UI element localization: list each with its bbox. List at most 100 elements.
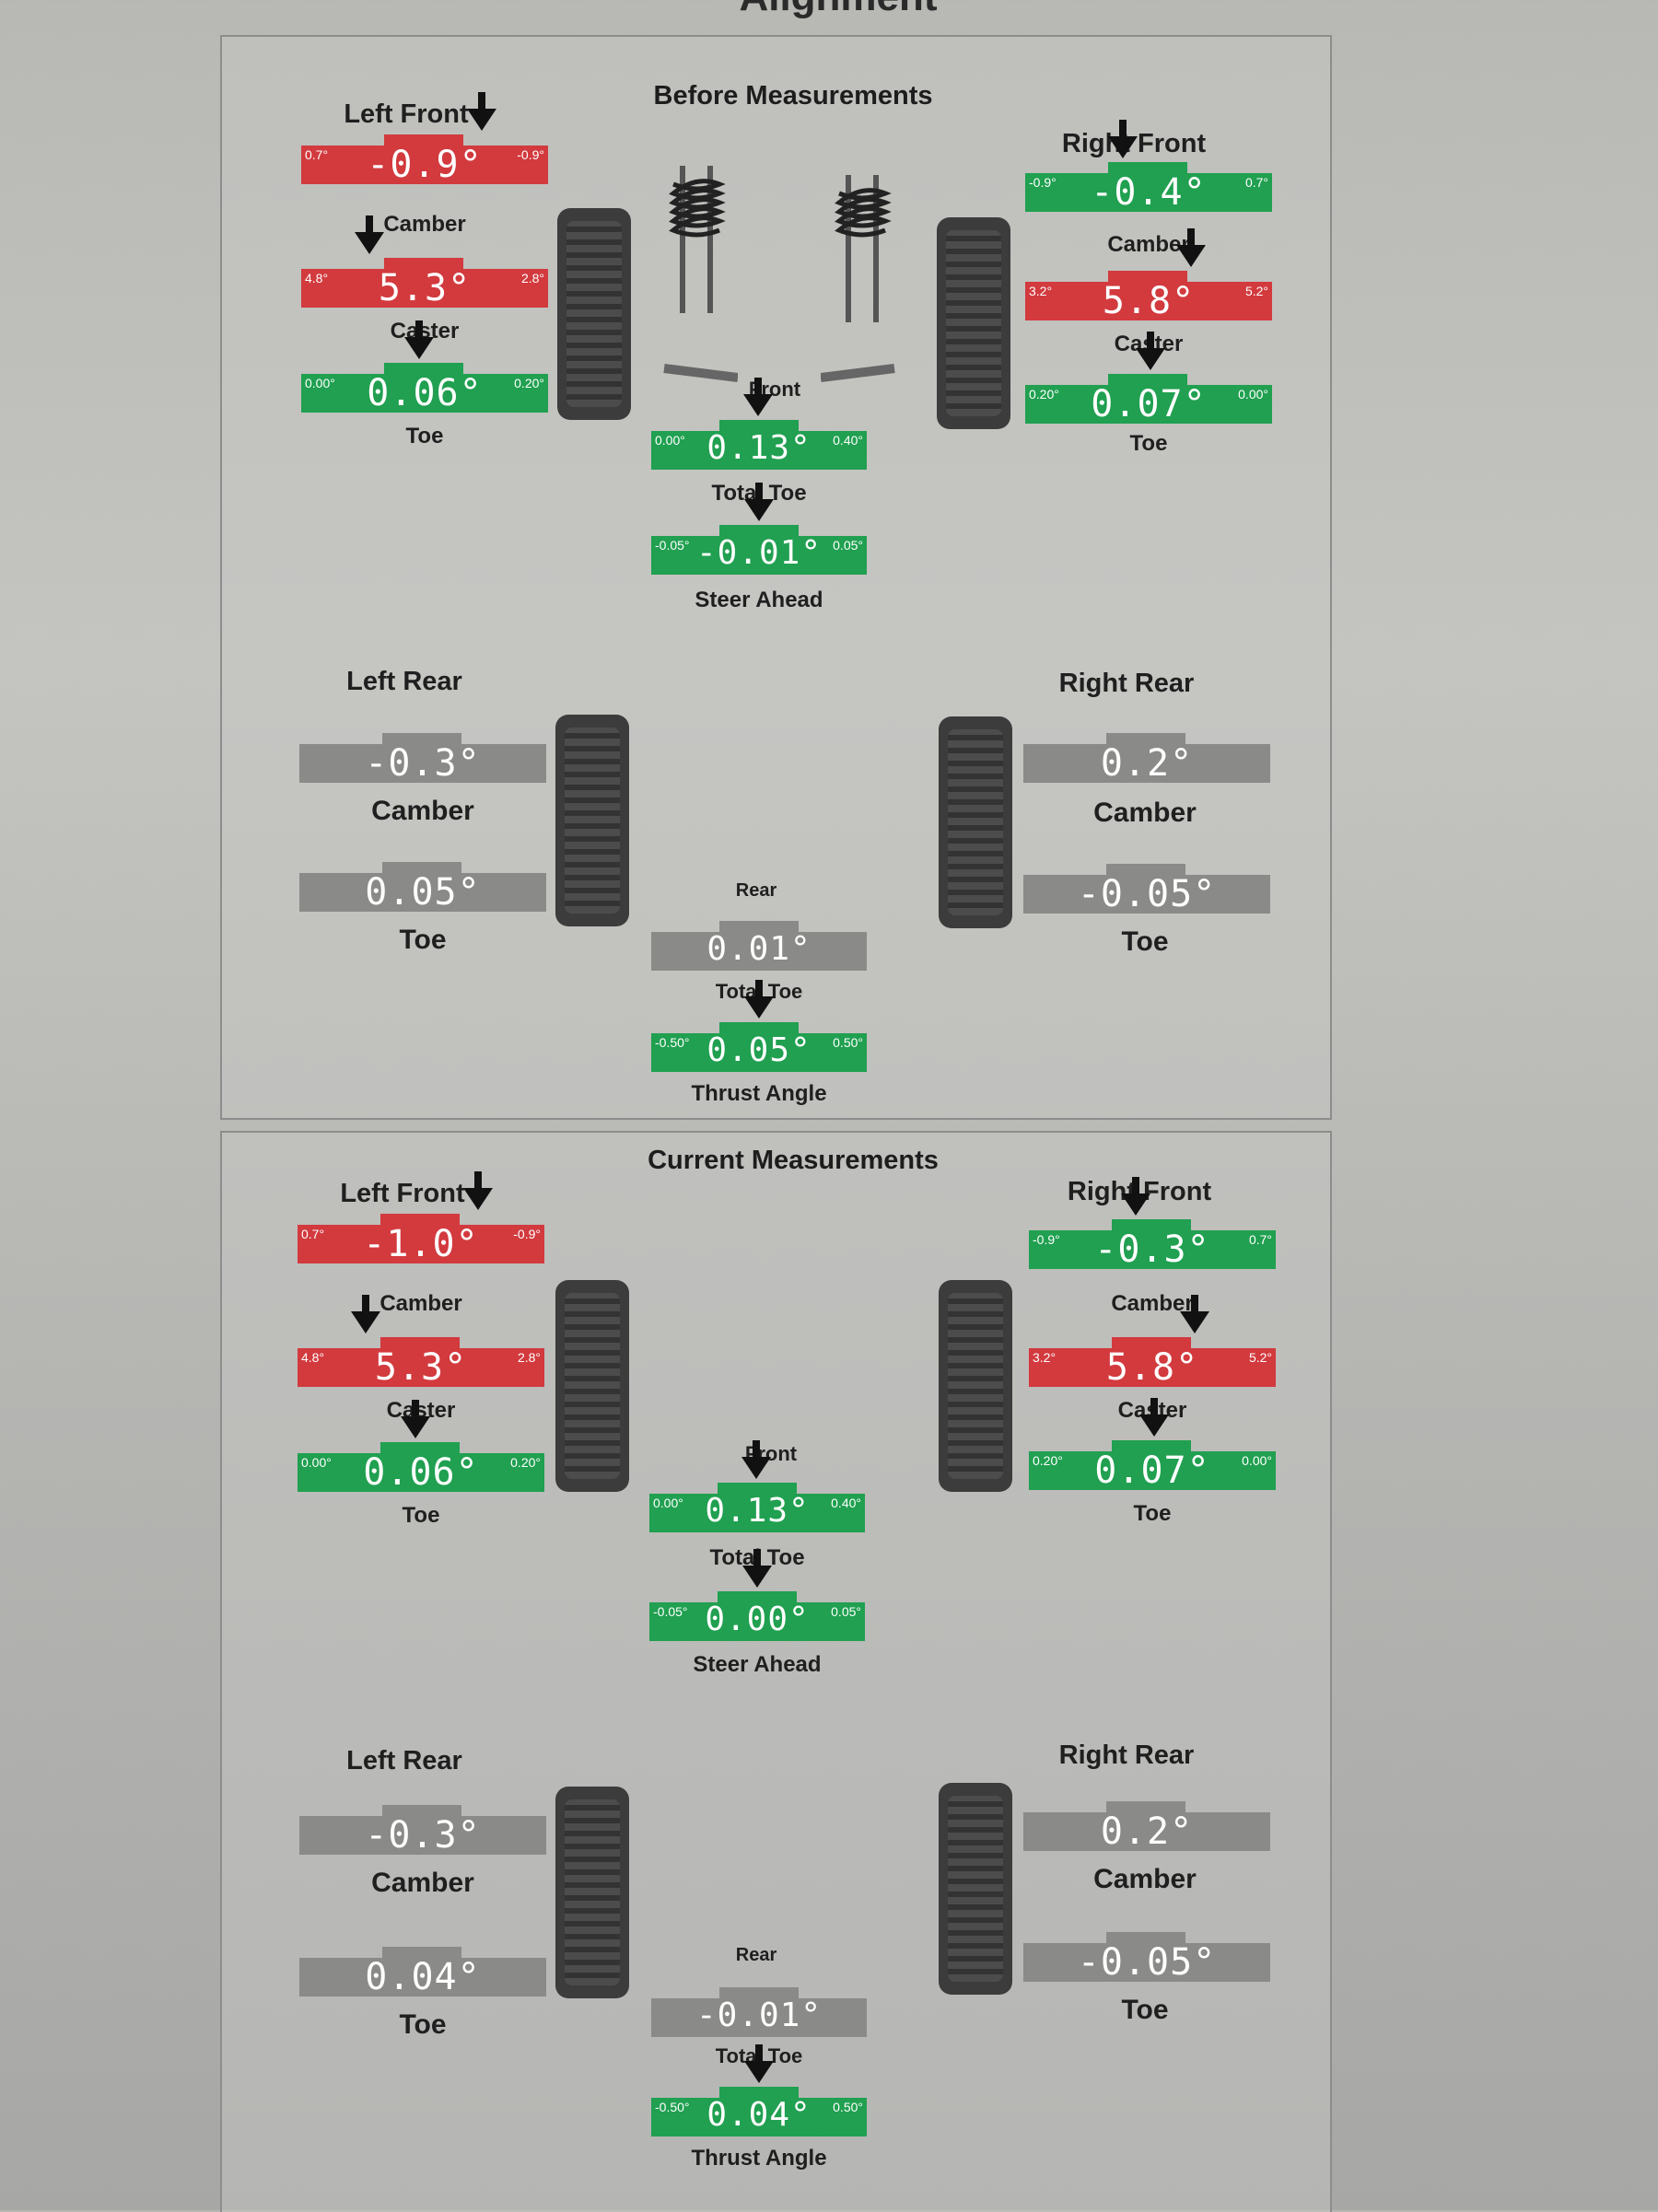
thrust-angle-value: 0.04° <box>706 2096 811 2134</box>
caption: Steer Ahead <box>693 1652 822 1677</box>
panel-title: Current Measurements <box>648 1146 939 1175</box>
caption: Camber <box>379 1291 462 1316</box>
caption: Camber <box>1107 232 1190 257</box>
right-front-caster-meter: 3.2° 5.2° 5.8° <box>1025 228 1272 322</box>
right-rear-camber-value: 0.2° <box>1100 1810 1194 1853</box>
left-front-title: Left Front <box>340 1179 465 1208</box>
left-front-caster-value: 5.3° <box>378 267 472 309</box>
left-rear-toe-value: 0.05° <box>365 871 481 914</box>
left-front-title: Left Front <box>344 99 469 129</box>
caption: Camber <box>371 1868 474 1898</box>
front-total-toe-value: 0.13° <box>705 1492 810 1530</box>
current-measurements-panel: Current Measurements Left Front 0.7° -0.… <box>220 1131 1332 2212</box>
right-front-toe-value: 0.07° <box>1094 1449 1210 1492</box>
left-front-tire <box>557 208 631 420</box>
right-front-camber-meter: -0.9° 0.7° -0.4° <box>1025 120 1272 214</box>
caption: Toe <box>399 2009 447 2040</box>
page-title: Alignment <box>645 0 1032 20</box>
right-front-tire <box>937 217 1010 429</box>
caption: Camber <box>1111 1291 1194 1316</box>
front-title: Front <box>744 1442 798 1465</box>
rear-total-toe-meter: -0.01° <box>651 1987 867 2037</box>
left-front-caster-meter: 4.8° 2.8° 5.3° <box>298 1295 544 1389</box>
right-front-caster-meter: 3.2° 5.2° 5.8° <box>1029 1295 1276 1389</box>
right-rear-toe-value: -0.05° <box>1077 1941 1217 1984</box>
left-front-camber-value: -0.9° <box>367 144 483 186</box>
left-front-toe-value: 0.06° <box>367 372 483 414</box>
steer-ahead-value: 0.00° <box>705 1601 810 1638</box>
right-rear-camber-meter: 0.2° <box>1023 733 1270 785</box>
left-front-toe-value: 0.06° <box>363 1451 479 1494</box>
rear-total-toe-meter: 0.01° <box>651 921 867 971</box>
right-rear-title: Right Rear <box>1058 669 1195 698</box>
rear-title: Rear <box>735 1945 777 1965</box>
left-rear-toe-meter: 0.05° <box>299 862 546 914</box>
right-rear-camber-meter: 0.2° <box>1023 1801 1270 1853</box>
caption: Thrust Angle <box>691 2146 827 2171</box>
right-rear-toe-value: -0.05° <box>1077 873 1217 915</box>
left-front-tire <box>555 1280 629 1492</box>
caption: Camber <box>1093 797 1197 828</box>
rear-total-toe-value: 0.01° <box>706 930 811 968</box>
front-title: Front <box>748 378 801 401</box>
rear-total-toe-value: -0.01° <box>695 1997 823 2034</box>
right-front-caster-value: 5.8° <box>1105 1346 1199 1389</box>
left-rear-camber-meter: -0.3° <box>299 733 546 785</box>
front-total-toe-meter: 0.00° 0.40° 0.13° <box>649 1440 865 1532</box>
panel-title: Before Measurements <box>653 81 933 111</box>
left-front-toe-meter: 0.00° 0.20° 0.06° <box>298 1400 544 1494</box>
right-front-caster-value: 5.8° <box>1102 280 1196 322</box>
caption: Toe <box>1121 926 1169 957</box>
right-front-camber-value: -0.4° <box>1091 171 1207 214</box>
caption: Toe <box>405 424 444 448</box>
right-front-camber-value: -0.3° <box>1094 1228 1210 1271</box>
right-front-toe-meter: 0.20° 0.00° 0.07° <box>1029 1398 1276 1492</box>
thrust-angle-meter: -0.50° 0.50° 0.05° <box>651 980 867 1072</box>
front-total-toe-value: 0.13° <box>706 429 811 467</box>
caption: Toe <box>1129 431 1168 456</box>
caption: Thrust Angle <box>691 1081 827 1106</box>
right-rear-camber-value: 0.2° <box>1100 742 1194 785</box>
left-rear-toe-value: 0.04° <box>365 1956 481 1998</box>
left-rear-tire <box>555 1787 629 1998</box>
caption: Steer Ahead <box>695 588 823 612</box>
left-front-caster-meter: 4.8° 2.8° 5.3° <box>301 215 548 309</box>
right-front-camber-meter: -0.9° 0.7° -0.3° <box>1029 1177 1276 1271</box>
left-front-camber-meter: 0.7° -0.9° -1.0° <box>298 1171 544 1265</box>
steer-ahead-meter: -0.05° 0.05° -0.01° <box>651 483 867 575</box>
left-rear-title: Left Rear <box>346 667 462 696</box>
right-front-toe-meter: 0.20° 0.00° 0.07° <box>1025 332 1272 425</box>
caption: Camber <box>1093 1864 1197 1894</box>
caption: Camber <box>371 796 474 826</box>
left-front-camber-meter: 0.7° -0.9° -0.9° <box>301 92 548 186</box>
caption: Camber <box>383 212 466 237</box>
left-rear-camber-value: -0.3° <box>365 1814 481 1857</box>
front-total-toe-meter: 0.00° 0.40° 0.13° <box>651 378 867 470</box>
left-rear-toe-meter: 0.04° <box>299 1947 546 1998</box>
right-rear-tire <box>939 1783 1012 1995</box>
rear-title: Rear <box>735 880 777 901</box>
before-measurements-panel: Before Measurements Left Front 0.7° -0.9… <box>220 35 1332 1120</box>
right-front-tire <box>939 1280 1012 1492</box>
left-rear-camber-meter: -0.3° <box>299 1805 546 1857</box>
right-rear-title: Right Rear <box>1058 1740 1195 1770</box>
steer-ahead-meter: -0.05° 0.05° 0.00° <box>649 1549 865 1641</box>
right-rear-tire <box>939 716 1012 928</box>
left-front-toe-meter: 0.00° 0.20° 0.06° <box>301 320 548 414</box>
caption: Toe <box>399 925 447 955</box>
right-front-toe-value: 0.07° <box>1091 383 1207 425</box>
steer-ahead-value: -0.01° <box>695 534 823 572</box>
left-front-caster-value: 5.3° <box>374 1346 468 1389</box>
left-rear-tire <box>555 715 629 926</box>
right-rear-toe-meter: -0.05° <box>1023 864 1270 915</box>
right-front-strut <box>821 175 895 382</box>
left-rear-title: Left Rear <box>346 1746 462 1775</box>
caption: Toe <box>402 1503 440 1528</box>
left-rear-camber-value: -0.3° <box>365 742 481 785</box>
left-front-camber-value: -1.0° <box>363 1223 479 1265</box>
left-front-strut <box>663 166 738 382</box>
thrust-angle-meter: -0.50° 0.50° 0.04° <box>651 2044 867 2136</box>
caption: Toe <box>1121 1995 1169 2025</box>
right-rear-toe-meter: -0.05° <box>1023 1932 1270 1984</box>
thrust-angle-value: 0.05° <box>706 1031 811 1069</box>
